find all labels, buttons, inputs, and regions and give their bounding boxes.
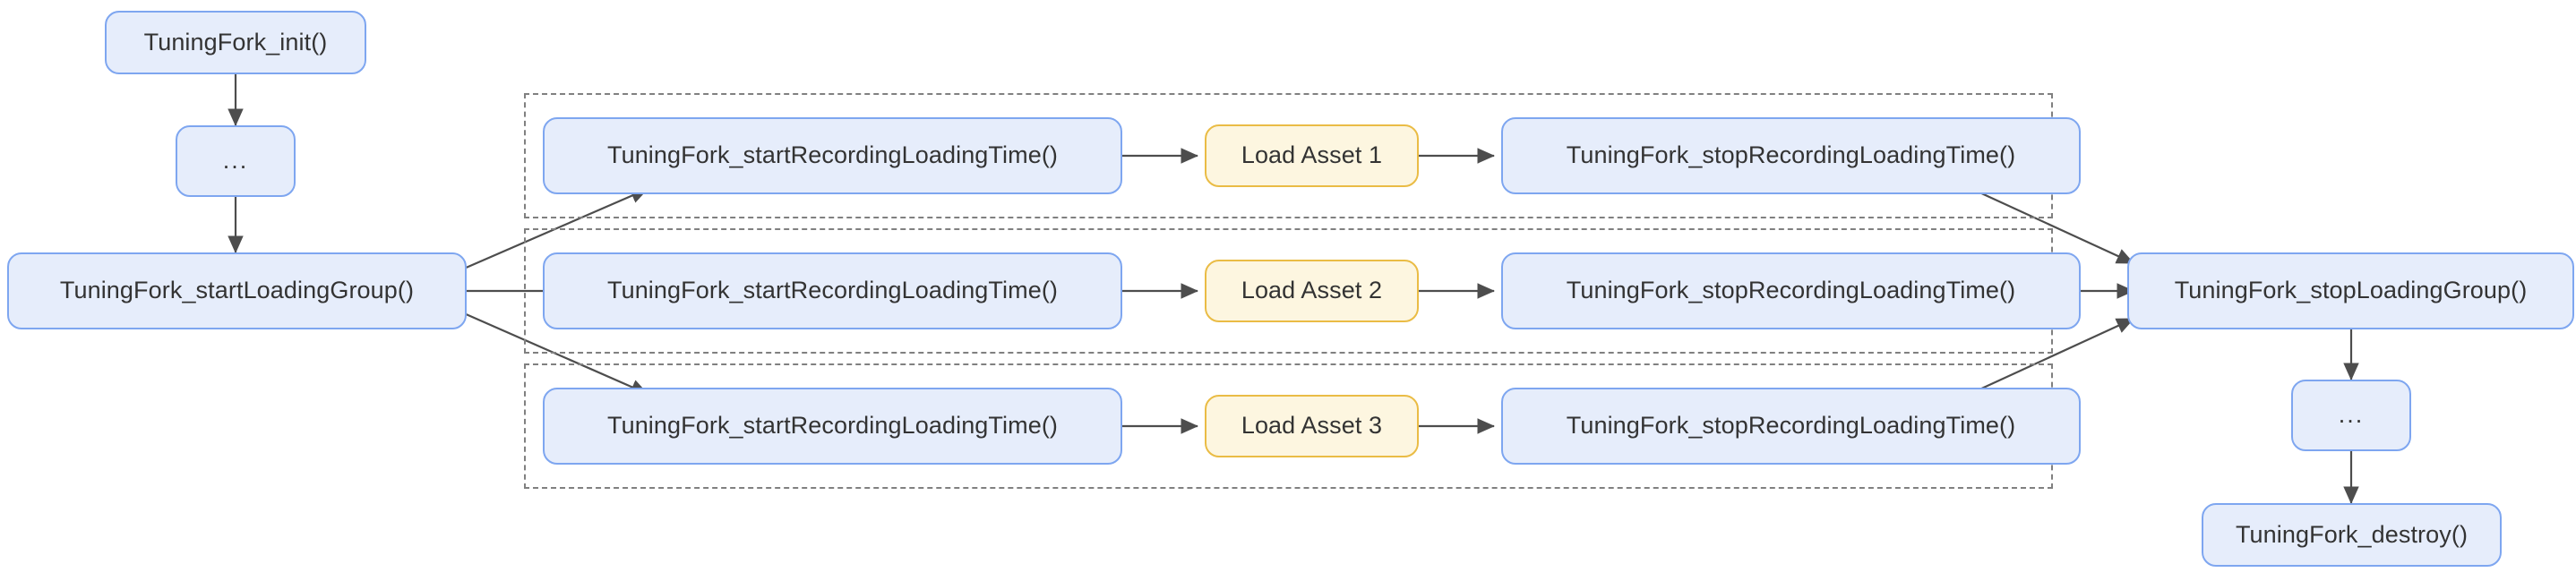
node-row1-load-asset[interactable]: Load Asset 1: [1205, 124, 1419, 187]
node-row2-stop-recording[interactable]: TuningFork_stopRecordingLoadingTime(): [1501, 252, 2081, 329]
node-tuningfork-init[interactable]: TuningFork_init(): [105, 11, 366, 74]
node-row3-start-recording[interactable]: TuningFork_startRecordingLoadingTime(): [543, 388, 1122, 465]
node-row3-stop-recording[interactable]: TuningFork_stopRecordingLoadingTime(): [1501, 388, 2081, 465]
node-row3-load-asset[interactable]: Load Asset 3: [1205, 395, 1419, 457]
node-ellipsis-top[interactable]: ...: [176, 125, 296, 197]
node-tuningfork-destroy[interactable]: TuningFork_destroy(): [2202, 503, 2502, 567]
node-row1-start-recording[interactable]: TuningFork_startRecordingLoadingTime(): [543, 117, 1122, 194]
node-ellipsis-bottom[interactable]: ...: [2291, 380, 2411, 451]
node-stop-loading-group[interactable]: TuningFork_stopLoadingGroup(): [2127, 252, 2574, 329]
node-row1-stop-recording[interactable]: TuningFork_stopRecordingLoadingTime(): [1501, 117, 2081, 194]
node-start-loading-group[interactable]: TuningFork_startLoadingGroup(): [7, 252, 467, 329]
node-row2-load-asset[interactable]: Load Asset 2: [1205, 260, 1419, 322]
node-row2-start-recording[interactable]: TuningFork_startRecordingLoadingTime(): [543, 252, 1122, 329]
